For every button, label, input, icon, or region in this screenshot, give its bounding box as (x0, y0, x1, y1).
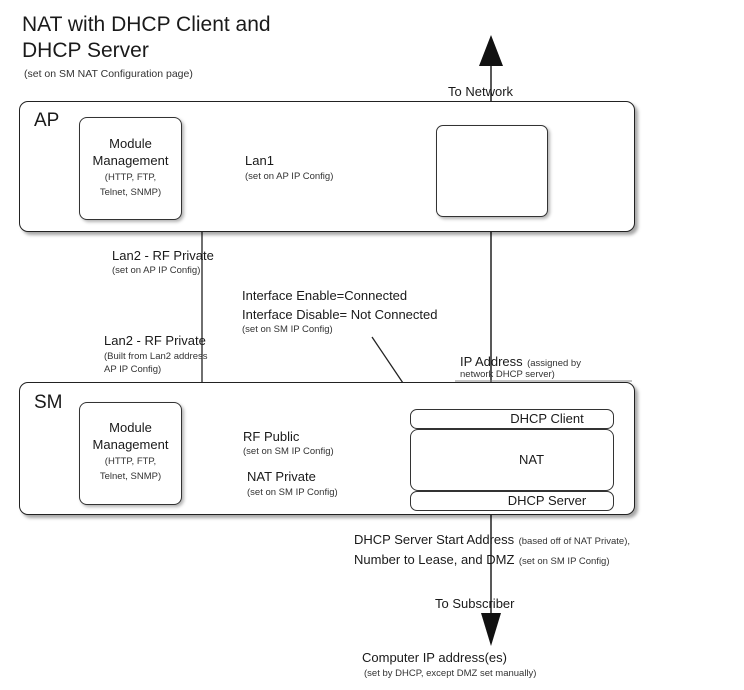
lan2-sm-note2: AP IP Config) (104, 364, 162, 375)
lan2-ap-note: (set on AP IP Config) (112, 265, 201, 276)
dhcp-start-text2: Number to Lease, and DMZ (354, 552, 515, 567)
rf-public-label: RF Public (243, 429, 300, 444)
nat-private-label: NAT Private (247, 469, 316, 484)
ap-module-line3: (HTTP, FTP, (104, 172, 157, 183)
to-network-label: To Network (448, 84, 514, 99)
to-subscriber-label: To Subscriber (435, 596, 515, 611)
rf-public-note: (set on SM IP Config) (243, 446, 334, 457)
sm-module-line1: Module (109, 420, 152, 435)
lan2-sm-label: Lan2 - RF Private (104, 333, 206, 348)
nat-label: NAT (519, 452, 545, 467)
ap-module-line1: Module (109, 136, 152, 151)
ap-module-line4: Telnet, SNMP) (99, 187, 162, 198)
sm-module-line4: Telnet, SNMP) (99, 471, 162, 482)
lan2-sm-note1: (Built from Lan2 address (104, 351, 208, 362)
dhcp-start-line2: Number to Lease, and DMZ (set on SM IP C… (354, 551, 610, 569)
sm-module-line3: (HTTP, FTP, (104, 456, 157, 467)
ap-network-box (436, 125, 548, 217)
sm-module-line2: Management (92, 437, 169, 452)
nat-box (410, 429, 614, 491)
ip-address-label: IP Address (assigned by (460, 353, 581, 371)
interface-note: (set on SM IP Config) (242, 324, 333, 335)
ip-address-note2: network DHCP server) (460, 369, 555, 380)
dhcp-start-note2: (set on SM IP Config) (518, 556, 610, 567)
dhcp-start-text1: DHCP Server Start Address (354, 532, 515, 547)
dhcp-server-label: DHCP Server (507, 493, 587, 508)
lan2-ap-label: Lan2 - RF Private (112, 248, 214, 263)
lan1-label: Lan1 (245, 153, 274, 168)
diagram-subtitle: (set on SM NAT Configuration page) (24, 68, 193, 80)
interface-enable-label: Interface Enable=Connected (242, 288, 408, 303)
down-arrow (481, 613, 501, 646)
ip-address-text: IP Address (460, 354, 523, 369)
ap-label: AP (34, 110, 60, 131)
diagram-title-line2: DHCP Server (22, 39, 149, 62)
dhcp-start-note1: (based off of NAT Private), (518, 536, 631, 547)
computer-ip-note: (set by DHCP, except DMZ set manually) (364, 668, 537, 679)
dhcp-start-line1: DHCP Server Start Address (based off of … (354, 531, 630, 549)
computer-ip-label: Computer IP address(es) (362, 650, 507, 665)
up-arrow (479, 35, 503, 66)
dhcp-client-box: DHCP Client (410, 409, 614, 429)
sm-module-management-box (79, 402, 182, 505)
interface-disable-label: Interface Disable= Not Connected (242, 307, 438, 322)
ip-address-note1: (assigned by (527, 358, 581, 369)
dhcp-client-label: DHCP Client (510, 411, 584, 426)
ap-module-line2: Management (92, 153, 169, 168)
lan1-note: (set on AP IP Config) (245, 171, 334, 182)
diagram-title-line1: NAT with DHCP Client and (22, 13, 271, 36)
ap-module-management-box (79, 117, 182, 220)
nat-private-note: (set on SM IP Config) (247, 487, 338, 498)
dhcp-server-box: DHCP Server (410, 491, 614, 511)
sm-label: SM (34, 392, 63, 413)
